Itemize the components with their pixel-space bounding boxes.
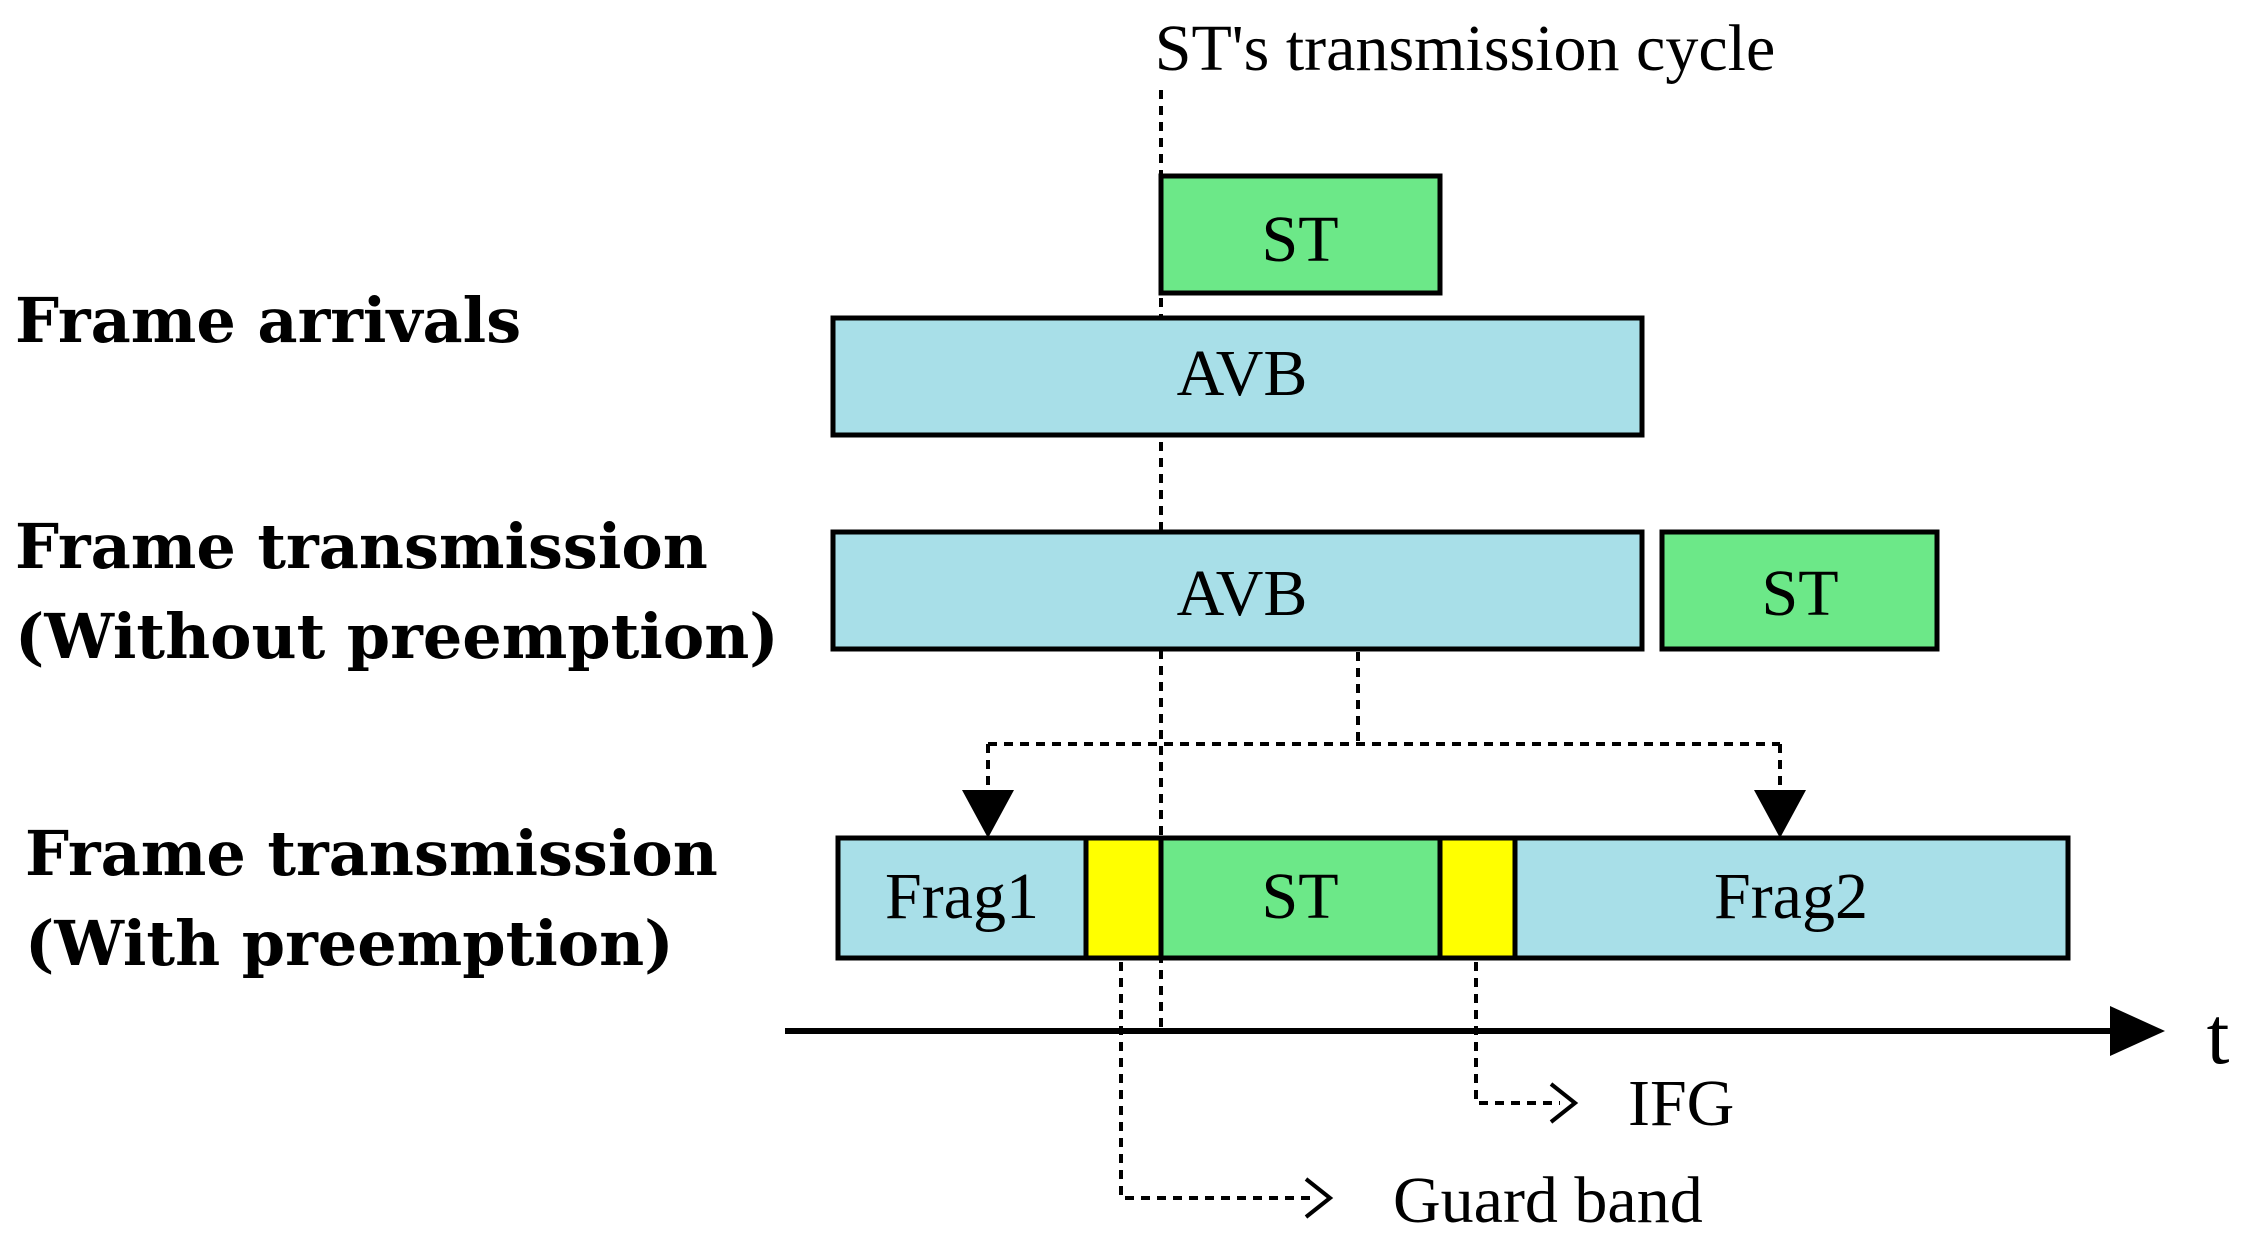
row-label-frame-arrivals: Frame arrivals	[15, 284, 521, 357]
row-label-with-preemption-2: (With preemption)	[25, 907, 674, 980]
guard-band-block	[1083, 835, 1164, 961]
frag1-label: Frag1	[885, 860, 1039, 933]
row-label-with-preemption-1: Frame transmission	[25, 817, 718, 890]
row-label-without-preemption-1: Frame transmission	[15, 510, 708, 583]
arrival-st-block	[1158, 173, 1443, 296]
ifg-arrow-head	[1549, 1082, 1579, 1124]
nopre-avb-block	[830, 529, 1645, 652]
nopre-st-block	[1659, 529, 1940, 652]
fragment-split-connector	[986, 652, 1782, 800]
row-label-without-preemption-2: (Without preemption)	[15, 600, 779, 673]
nopre-st-label: ST	[1761, 557, 1838, 630]
time-axis-label: t	[2207, 990, 2230, 1081]
ifg-label: IFG	[1628, 1067, 1734, 1140]
cycle-title: ST's transmission cycle	[1155, 12, 1776, 85]
frag2-arrow-head	[1754, 790, 1806, 838]
frag1-block	[835, 835, 1089, 961]
arrival-avb-label: AVB	[1177, 337, 1308, 410]
ifg-leader	[1474, 962, 1560, 1105]
arrival-avb-block	[830, 315, 1645, 438]
pre-st-label: ST	[1261, 860, 1338, 933]
ifg-block	[1437, 835, 1518, 961]
nopre-avb-label: AVB	[1177, 557, 1308, 630]
time-axis-arrow-head	[2110, 1006, 2165, 1056]
guard-band-arrow-head	[1304, 1177, 1334, 1219]
guard-band-leader	[1119, 962, 1315, 1200]
frag2-label: Frag2	[1714, 860, 1868, 933]
frag1-arrow-head	[962, 790, 1014, 838]
guard-band-label: Guard band	[1393, 1164, 1703, 1237]
frag2-block	[1512, 835, 2071, 961]
arrival-st-label: ST	[1261, 203, 1338, 276]
pre-st-block	[1158, 835, 1443, 961]
